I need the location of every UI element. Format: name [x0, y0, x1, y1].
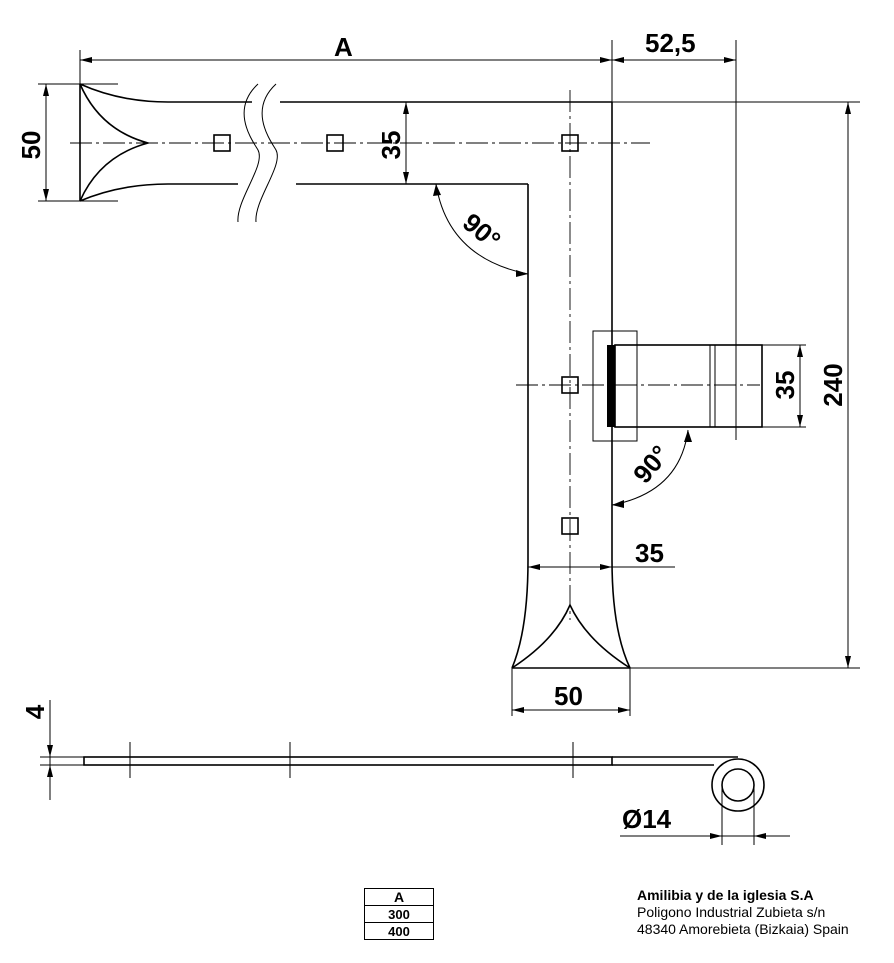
- square-hole: [561, 134, 579, 152]
- square-hole: [213, 134, 231, 152]
- variants-table-row: 400: [364, 922, 434, 940]
- company-info: Amilibia y de la iglesia S.A Poligono In…: [637, 887, 849, 938]
- company-address-line1: Poligono Industrial Zubieta s/n: [637, 904, 826, 920]
- dim-thickness: 4: [20, 704, 50, 719]
- variants-table: A 300 400: [364, 888, 434, 940]
- dim-leg-width: 35: [635, 538, 664, 568]
- dim-strap-width: 35: [376, 131, 406, 160]
- dim-end-width: 50: [16, 131, 46, 160]
- dim-offset: 52,5: [645, 28, 696, 58]
- square-hole: [561, 517, 579, 535]
- dim-knuckle-width: 35: [770, 371, 800, 400]
- dim-length-a: A: [334, 32, 353, 62]
- variants-table-row: 300: [364, 905, 434, 923]
- dimension-lines: [38, 40, 860, 716]
- pin-weld-outline: [592, 330, 638, 442]
- variants-table-header: A: [364, 888, 434, 906]
- pin-knuckle-inner: [721, 768, 755, 802]
- strap-side-profile: [83, 756, 613, 766]
- bottom-fishtail-end: [511, 559, 631, 669]
- left-fishtail-end: [79, 83, 169, 202]
- hinge-top-view: [70, 83, 763, 669]
- break-line: [255, 83, 278, 223]
- square-hole: [326, 134, 344, 152]
- pin-knuckle-outer: [711, 758, 765, 812]
- dim-angle-upper: 90°: [457, 207, 506, 255]
- dim-height: 240: [818, 363, 848, 406]
- company-name: Amilibia y de la iglesia S.A: [637, 887, 814, 903]
- dim-angle-lower: 90°: [627, 440, 675, 489]
- weld-bead: [607, 345, 615, 427]
- company-address-line2: 48340 Amorebieta (Bizkaia) Spain: [637, 921, 849, 937]
- dim-pin-diameter: Ø14: [622, 804, 672, 834]
- square-hole: [561, 376, 579, 394]
- break-line: [237, 83, 260, 223]
- pin-body: [614, 344, 763, 428]
- hinge-side-view: [40, 700, 790, 845]
- dim-foot-width: 50: [554, 681, 583, 711]
